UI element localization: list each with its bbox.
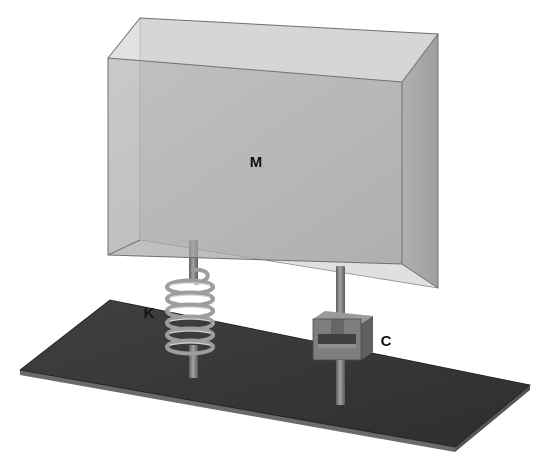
mass-side-face [402,34,438,288]
spring-label: K [144,305,155,322]
damper-lower-rod [336,360,345,405]
damper-housing [312,311,373,361]
base-plate [19,299,531,452]
spring-lower-rod [189,345,198,378]
damper [312,266,373,405]
mass-label: M [250,154,263,171]
spring-coil [165,267,215,356]
mass-top-face [108,18,438,82]
damper-label: C [381,333,392,350]
spring [165,240,215,378]
mass-front-face [108,58,402,264]
mass-block [107,17,439,289]
